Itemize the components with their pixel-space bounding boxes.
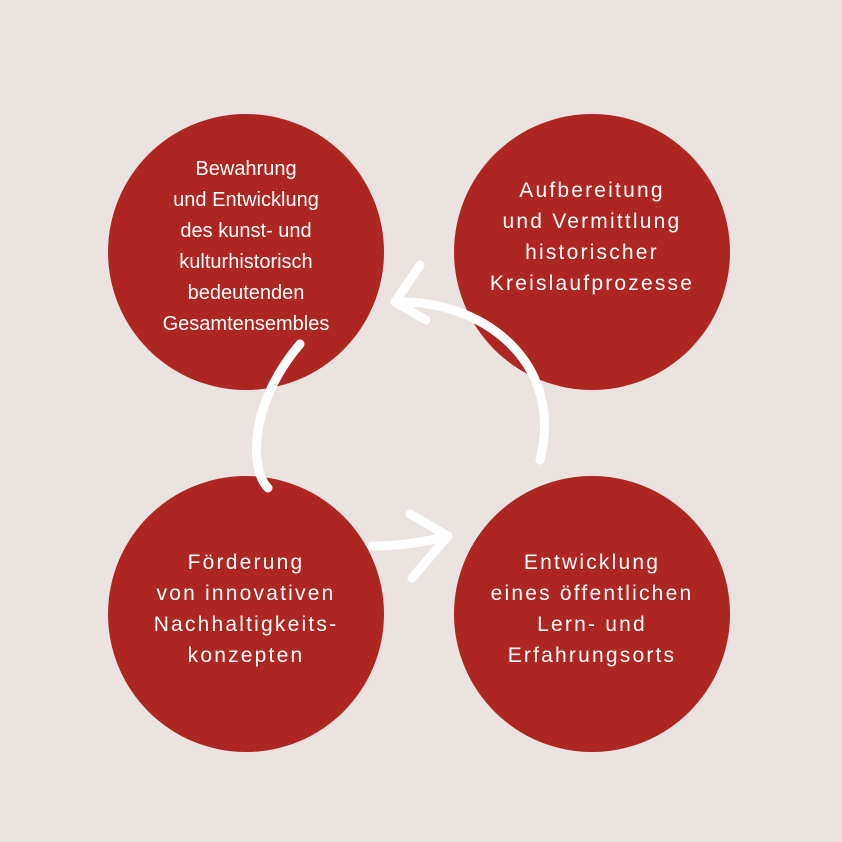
arrow-left-arc-head	[405, 509, 453, 583]
node-aufbereitung: Aufbereitung und Vermittlung historische…	[454, 114, 730, 390]
node-foerderung-label: Förderung von innovativen Nachhaltigkeit…	[153, 551, 339, 667]
node-entwicklung: Entwicklung eines öffentlichen Lern- und…	[454, 476, 730, 752]
node-bewahrung-label: Bewahrung und Entwicklung des kunst- und…	[162, 158, 330, 335]
node-aufbereitung-label: Aufbereitung und Vermittlung historische…	[489, 179, 695, 295]
node-bewahrung: Bewahrung und Entwicklung des kunst- und…	[108, 114, 384, 390]
arrow-right-arc-head	[390, 260, 431, 325]
arrow-left-arc-tail	[367, 531, 453, 551]
node-entwicklung-label: Entwicklung eines öffentlichen Lern- und…	[490, 551, 694, 667]
node-foerderung: Förderung von innovativen Nachhaltigkeit…	[108, 476, 384, 752]
